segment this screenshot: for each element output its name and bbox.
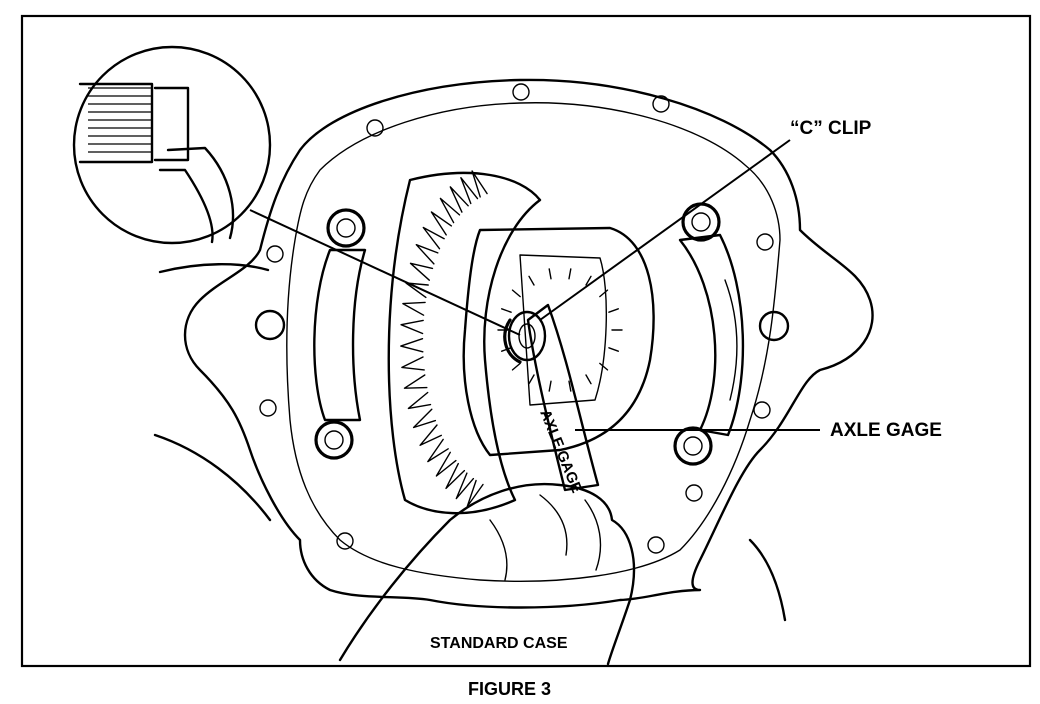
side-gear-tooth [608,347,619,352]
c-clip-leader-line [539,139,791,321]
right-cap-groove [724,279,738,401]
spline-outline [78,82,154,164]
side-gear-teeth [497,268,623,392]
left-bearing-cap [313,248,367,422]
ring-gear-tooth [435,451,457,477]
c-clip-ring [503,318,522,364]
right-bearing-cap [678,233,745,437]
housing-background-line-right [748,538,787,622]
figure-frame [20,14,1032,668]
hand-knuckles [489,494,602,581]
ring-gear-tooth [427,438,449,463]
side-gear-tooth [511,362,521,371]
side-gear-tooth [528,275,535,286]
detail-inset [72,45,272,245]
hand [338,482,636,666]
side-gear-tooth [585,275,592,286]
side-gear-tooth [548,268,552,280]
side-gear-tooth [568,380,572,392]
ring-gear-tooth [419,424,442,446]
differential-case [462,226,655,457]
c-clip-label: “C” CLIP [790,118,872,139]
inset-axle-spline [78,82,154,164]
side-gear-tooth [599,362,609,371]
ring-gear-tooth [407,391,432,410]
inset-gage-edge [158,168,214,244]
standard-case-label: STANDARD CASE [430,635,568,652]
ring-gear-tooth [449,186,469,213]
ring-gear-tooth [422,226,445,250]
side-gear-tooth [501,308,512,313]
side-gear-tooth [608,308,619,313]
housing-flange [183,78,874,609]
ring-gear-tooth [455,472,475,500]
ring-gear-tooth [460,177,479,205]
side-gear-tooth [548,380,552,392]
side-gear-tooth [511,289,521,298]
ring-gear-tooth [403,374,428,389]
inset-leader-line [249,209,521,336]
figure-caption: FIGURE 3 [468,679,551,699]
ring-gear-tooth [445,462,466,490]
ring-gear-tooth [409,262,434,281]
inset-gage-tip [166,146,235,240]
ring-gear-tooth [402,301,426,316]
housing-background-line-top [158,263,270,274]
axle-shaft-end [503,310,547,364]
axle-gage-label: AXLE GAGE [830,420,942,441]
ring-gear-tooth [471,170,488,198]
ring-gear-tooth [401,356,425,371]
case-window [519,254,607,406]
ring-gear-tooth [430,211,453,236]
flange-bolt-holes [254,83,790,554]
inset-clip [153,86,190,162]
ring-gear-body [387,171,542,515]
ring-gear-teeth [400,170,488,508]
side-gear-tooth [528,374,535,385]
housing-inner-flange [286,102,781,582]
ring-gear-tooth [400,319,424,335]
ring-gear-tooth [439,197,461,224]
ring-gear-tooth [412,408,437,429]
side-gear-tooth [585,374,592,385]
side-gear-tooth [568,268,572,280]
ring-gear-tooth [400,338,424,353]
ring-gear-tooth [415,244,439,265]
side-gear-tooth [599,289,609,298]
housing-background-line-left [153,433,272,522]
